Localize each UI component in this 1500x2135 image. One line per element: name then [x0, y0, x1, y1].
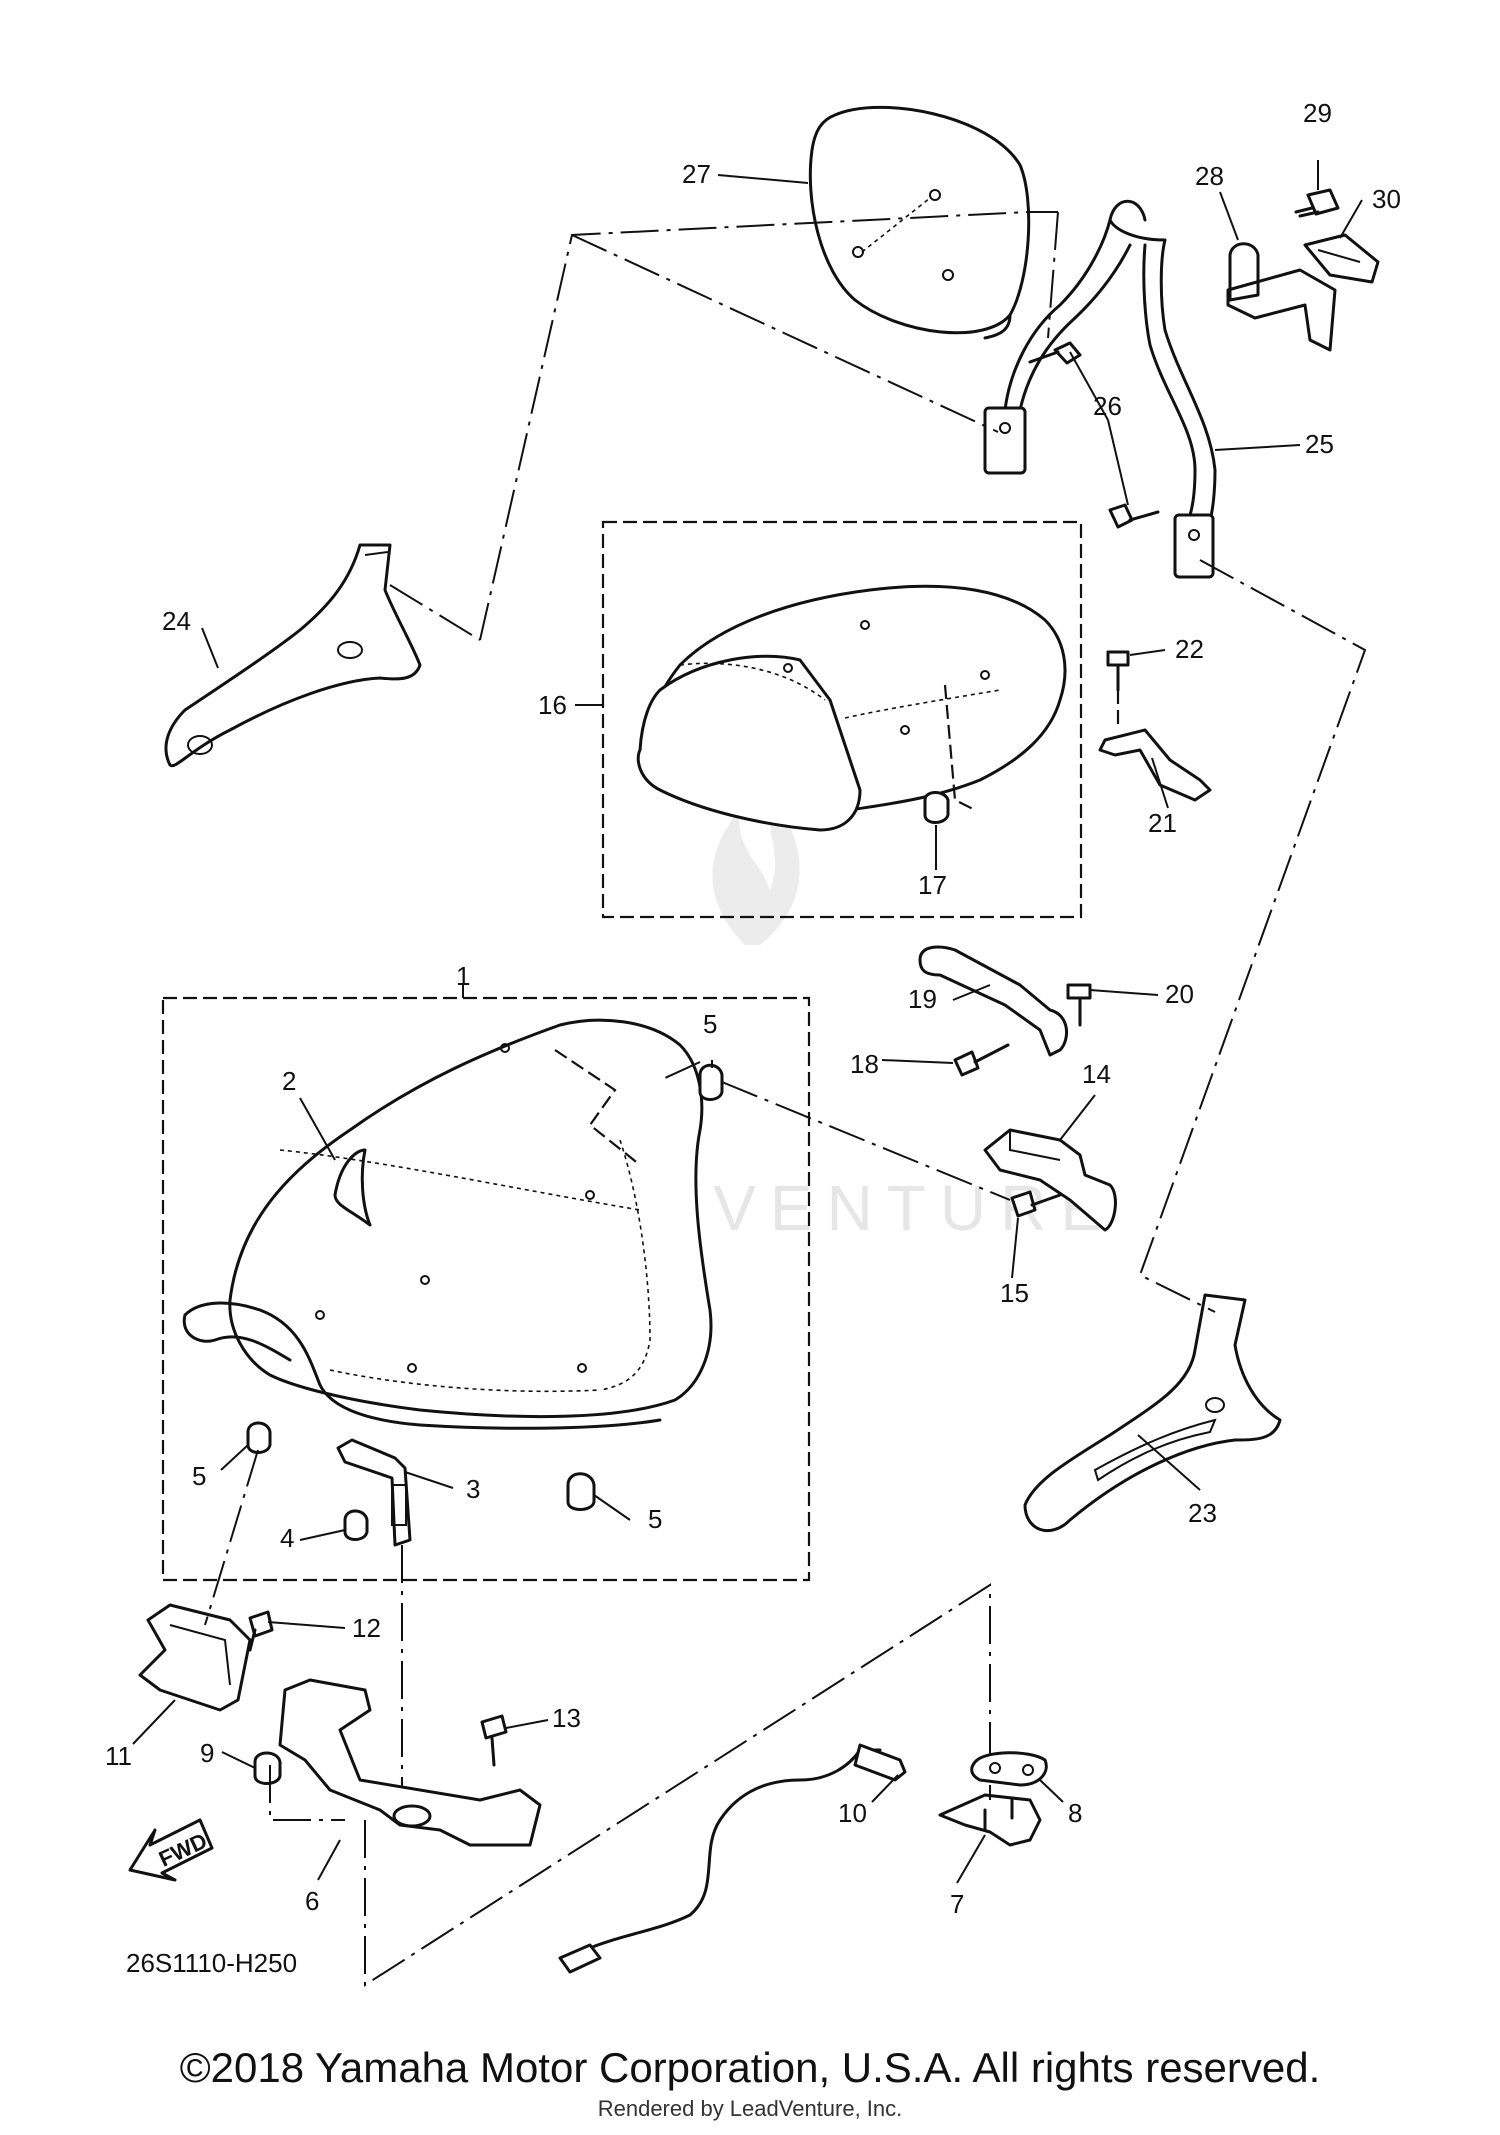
- part-13-bolt: [480, 1714, 508, 1767]
- callout-24: 24: [162, 606, 191, 636]
- callout-25: 25: [1305, 429, 1334, 459]
- callout-9: 9: [200, 1738, 214, 1768]
- part-3-bracket: [336, 1438, 412, 1547]
- callout-27: 27: [682, 159, 711, 189]
- part-24-left-side-bracket: [164, 543, 422, 768]
- part-5-grommet-a: [698, 1063, 724, 1101]
- part-7-lock: [938, 1793, 1042, 1847]
- part-20-bolt: [1066, 983, 1092, 1027]
- fwd-arrow: FWD: [128, 1818, 214, 1882]
- callout-5b: 5: [192, 1461, 206, 1491]
- part-1-rider-seat: [182, 1018, 713, 1430]
- callout-2: 2: [282, 1066, 296, 1096]
- part-12-bolt: [248, 1610, 274, 1652]
- part-26-bolts: [1028, 341, 1160, 529]
- rendered-by-text: Rendered by LeadVenture, Inc.: [597, 2096, 903, 2121]
- callout-labels: 1 2 3 4 5 5 5 6 7 8 9 10 11 12 13 14 15 …: [105, 98, 1401, 1919]
- chain-line-5-15: [721, 1081, 1011, 1201]
- callout-13: 13: [552, 1703, 581, 1733]
- callout-4: 4: [280, 1523, 294, 1553]
- part-30-clip: [1303, 233, 1380, 284]
- callout-3: 3: [466, 1474, 480, 1504]
- callout-10: 10: [838, 1798, 867, 1828]
- part-15-bolt: [1010, 1190, 1062, 1218]
- callout-19: 19: [908, 984, 937, 1014]
- callout-1: 1: [456, 961, 470, 991]
- part-4-nut: [343, 1509, 369, 1541]
- callout-6: 6: [305, 1886, 319, 1916]
- callout-26: 26: [1093, 391, 1122, 421]
- chain-line-24-27: [479, 211, 1059, 641]
- part-22-bolt: [1106, 650, 1130, 692]
- copyright-text: ©2018 Yamaha Motor Corporation, U.S.A. A…: [179, 2044, 1321, 2091]
- callout-22: 22: [1175, 634, 1204, 664]
- callout-16: 16: [538, 690, 567, 720]
- callout-21: 21: [1148, 808, 1177, 838]
- part-25-backrest-bar: [983, 199, 1217, 579]
- diagram-code: 26S1110-H250: [126, 1948, 298, 1978]
- part-29-bolt: [1294, 188, 1340, 218]
- part-27-backrest-pad: [808, 105, 1031, 340]
- callout-5a: 5: [703, 1009, 717, 1039]
- part-16-passenger-seat: [636, 584, 1067, 832]
- part-11-bracket: [138, 1603, 252, 1712]
- part-5-grommet-b: [246, 1421, 272, 1454]
- callout-18: 18: [850, 1049, 879, 1079]
- callout-11: 11: [105, 1741, 132, 1771]
- part-19-bracket: [918, 945, 1069, 1057]
- part-5-grommet-c: [566, 1472, 596, 1511]
- chain-line-9-6: [269, 1765, 345, 1821]
- part-8-plate: [970, 1751, 1048, 1787]
- callout-30: 30: [1372, 184, 1401, 214]
- callout-12: 12: [352, 1613, 381, 1643]
- callout-7: 7: [950, 1889, 964, 1919]
- part-14-bracket: [983, 1128, 1117, 1232]
- callout-8: 8: [1068, 1798, 1082, 1828]
- part-23-right-side-bracket: [1023, 1293, 1282, 1533]
- callout-5c: 5: [648, 1504, 662, 1534]
- chain-line-5-11: [204, 1449, 259, 1626]
- chain-line-6-8: [364, 1583, 991, 1987]
- callout-29: 29: [1303, 98, 1332, 128]
- part-16-group-box: [601, 520, 1083, 919]
- part-18-bolt: [953, 1043, 1010, 1077]
- callout-17: 17: [918, 870, 947, 900]
- leader-lines: [132, 160, 1363, 1884]
- part-28-backrest-bracket: [1226, 242, 1337, 352]
- part-1-group-box: [161, 996, 811, 1582]
- callout-20: 20: [1165, 979, 1194, 1009]
- chain-line-25-23: [1138, 559, 1367, 1313]
- callout-23: 23: [1188, 1498, 1217, 1528]
- chain-line-27-25: [571, 234, 999, 433]
- part-6-base-bracket: [278, 1678, 542, 1847]
- part-17-grommet: [923, 791, 950, 824]
- callout-28: 28: [1195, 161, 1224, 191]
- part-9-nut: [253, 1751, 282, 1785]
- chain-line-24-link: [389, 584, 481, 641]
- callout-14: 14: [1082, 1059, 1111, 1089]
- part-10-cable: [558, 1743, 907, 1974]
- chain-line-5-seat: [664, 1061, 701, 1079]
- callout-15: 15: [1000, 1278, 1029, 1308]
